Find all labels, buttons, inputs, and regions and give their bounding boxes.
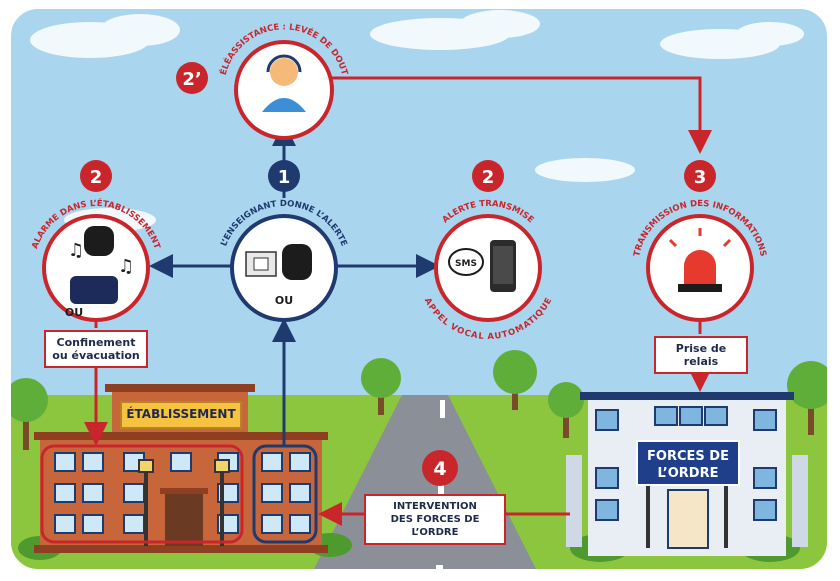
- music-note-icon: ♫: [68, 240, 84, 261]
- label-intervention: INTERVENTION DES FORCES DE L’ORDRE: [364, 494, 506, 545]
- ou-label-left: OU: [65, 306, 83, 319]
- school-building: [34, 384, 328, 553]
- circle-alerte: [434, 214, 542, 322]
- police-sign: FORCES DE L’ORDRE: [636, 440, 740, 486]
- sms-bubble-icon: [448, 248, 484, 276]
- siren-icon: [684, 250, 716, 284]
- step-1: 1: [278, 167, 291, 188]
- label-confinement-line1: Confinement: [56, 336, 136, 349]
- step-4: 4: [433, 458, 446, 480]
- label-confinement-line2: ou évacuation: [52, 349, 140, 362]
- circle-transmission: [646, 214, 754, 322]
- police-sign-line1: FORCES DE: [647, 449, 729, 464]
- alarm-box-icon: [70, 276, 118, 304]
- label-intervention-line2: DES FORCES DE L’ORDRE: [390, 514, 480, 538]
- label-confinement: Confinement ou évacuation: [44, 330, 148, 368]
- circle-enseignant: [230, 214, 338, 322]
- music-note-icon-2: ♫: [118, 256, 134, 277]
- step-3: 3: [694, 167, 707, 188]
- step-2-right: 2: [482, 167, 495, 188]
- step-2prime: 2’: [182, 69, 201, 90]
- circle-alarme: ♫ ♫: [42, 214, 150, 322]
- remote-icon: [282, 244, 312, 280]
- frame: [5, 3, 833, 575]
- school-sign: ÉTABLISSEMENT: [120, 401, 242, 429]
- step-2-left: 2: [90, 167, 103, 188]
- sms-label: SMS: [455, 259, 477, 269]
- operator-icon: [270, 58, 298, 86]
- alarm-speaker-icon: [84, 226, 114, 256]
- label-intervention-line1: INTERVENTION: [393, 501, 477, 512]
- clouds: [30, 10, 804, 232]
- school-alarm-highlight: [40, 444, 244, 544]
- police-sign-line2: L’ORDRE: [657, 466, 719, 481]
- label-prise-de-relais: Prise de relais: [654, 336, 748, 374]
- step-badges: [80, 62, 716, 486]
- ou-label-center: OU: [275, 294, 293, 307]
- circle-teleassistance: [234, 40, 334, 140]
